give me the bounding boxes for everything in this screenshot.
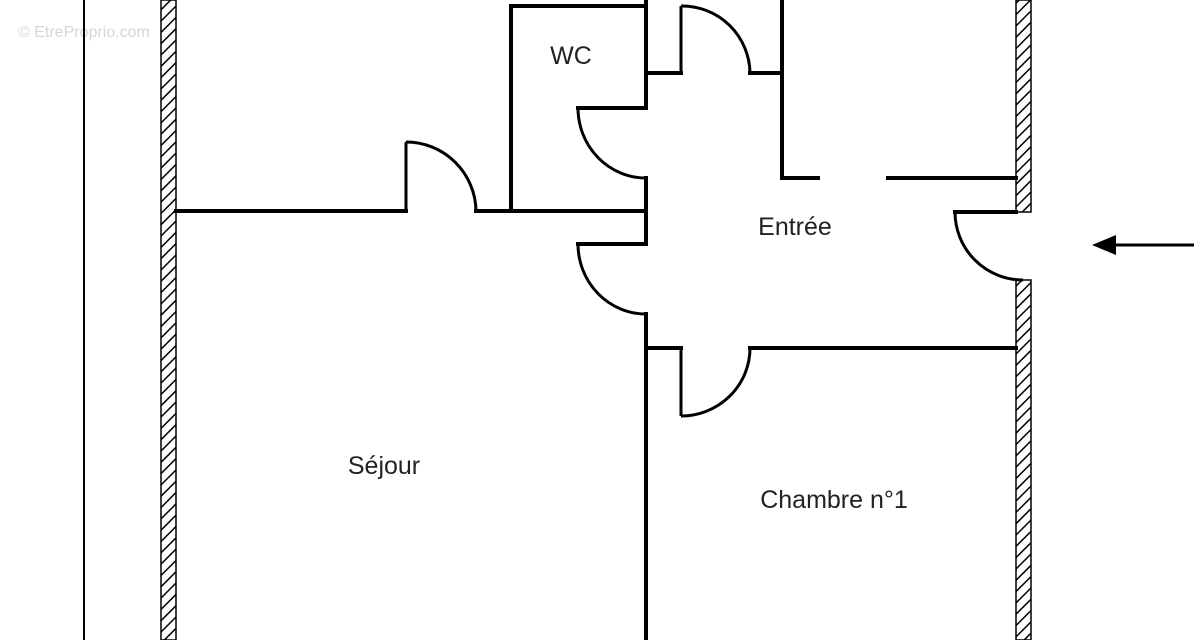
door-chambre — [679, 347, 752, 418]
door-main-entrance — [953, 211, 1024, 282]
room-label-sejour: Séjour — [348, 452, 420, 480]
door-top-corridor — [679, 4, 752, 74]
room-label-entree: Entrée — [758, 213, 832, 241]
room-label-chambre: Chambre n°1 — [760, 486, 908, 514]
exterior-wall-left — [160, 0, 177, 640]
exterior-wall-right-upper — [1015, 0, 1032, 213]
exterior-wall-right-lower — [1015, 279, 1032, 640]
interior-walls — [174, 0, 1018, 640]
door-sejour-top — [404, 140, 478, 212]
door-sejour-entree — [576, 243, 647, 316]
entrance-arrow-icon — [1092, 235, 1194, 255]
room-label-wc: WC — [550, 42, 592, 70]
door-wc — [576, 107, 647, 180]
